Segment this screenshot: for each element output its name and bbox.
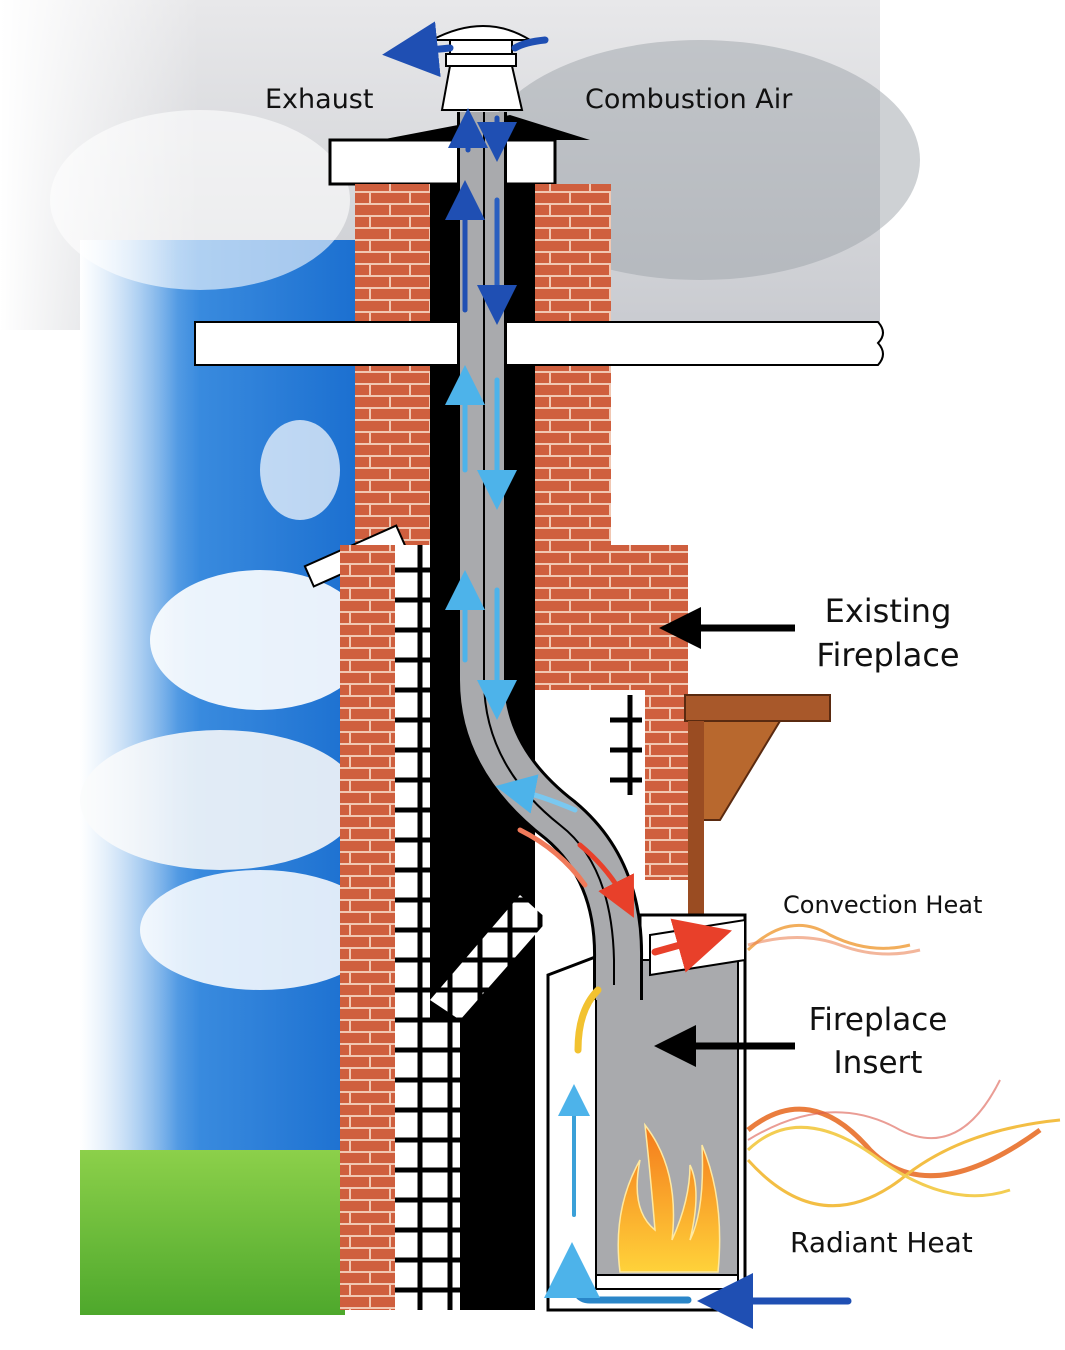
label-radiant-heat: Radiant Heat — [790, 1226, 973, 1259]
chimney-brick-left — [355, 184, 433, 554]
radiant-heat-waves — [746, 1079, 1061, 1208]
fire-icon — [617, 1122, 721, 1273]
firebrick-wall-lower — [430, 1020, 460, 1310]
label-existing-fireplace-line2: Fireplace — [816, 636, 959, 674]
convection-heat-waves — [746, 923, 921, 956]
label-fireplace-insert-line2: Insert — [834, 1045, 923, 1081]
firebrick-small — [610, 695, 642, 795]
label-convection-heat: Convection Heat — [783, 891, 982, 919]
mantel — [684, 694, 831, 916]
airflow-arrows — [382, 21, 852, 1329]
floor-slab — [194, 321, 884, 366]
combustion-air-arrow — [511, 36, 549, 52]
smoke-shelf — [430, 895, 548, 1020]
label-exhaust: Exhaust — [265, 84, 373, 115]
chimney-crown — [328, 138, 557, 186]
existing-fireplace-brick — [535, 545, 688, 880]
grass — [80, 1150, 345, 1315]
firebrick-wall — [395, 545, 430, 1310]
label-combustion-air: Combustion Air — [585, 84, 793, 115]
brick-wall-left — [340, 545, 400, 1310]
exhaust-arrow — [382, 21, 454, 78]
chimney-brick-right — [533, 184, 611, 554]
label-existing-fireplace-line1: Existing — [825, 592, 952, 630]
label-fireplace-insert-line1: Fireplace — [809, 1002, 948, 1038]
